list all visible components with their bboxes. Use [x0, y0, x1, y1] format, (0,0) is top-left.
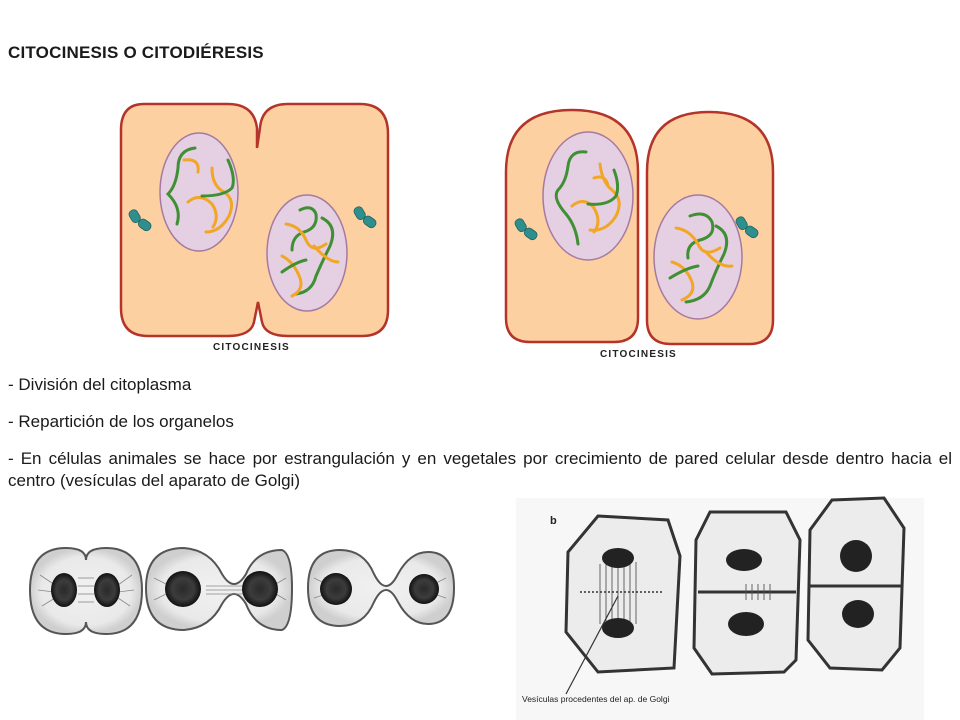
plant-cytokinesis-panel: b Vesículas procedentes del ap. de Gol — [516, 496, 924, 720]
panel-letter: b — [550, 515, 557, 527]
plant-cell — [806, 496, 906, 672]
right-cell-pair: CITOCINESIS — [504, 108, 775, 360]
nucleus — [266, 194, 348, 312]
diagram-label: CITOCINESIS — [213, 342, 290, 353]
centriole-icon — [353, 206, 377, 229]
nucleus — [840, 540, 872, 572]
dividing-cell — [306, 548, 456, 628]
nucleus — [242, 571, 278, 607]
nucleus — [602, 548, 634, 568]
chromosomes — [668, 212, 734, 304]
dividing-cell — [28, 546, 144, 636]
nucleus — [542, 131, 634, 261]
chromosomes — [280, 206, 340, 298]
nucleus — [409, 574, 439, 604]
nucleus — [726, 549, 762, 571]
nucleus — [320, 573, 352, 605]
plant-cell — [564, 514, 682, 674]
centriole-icon — [735, 216, 759, 239]
nucleus — [653, 194, 743, 320]
nucleus — [94, 573, 120, 607]
left-cell-pair: CITOCINESIS — [119, 102, 390, 353]
nucleus — [165, 571, 201, 607]
chromosomes — [554, 150, 621, 246]
nucleus — [842, 600, 874, 628]
chromosomes — [165, 146, 235, 234]
bullet-item: - Repartición de los organelos — [8, 412, 234, 431]
nucleus — [728, 612, 764, 636]
diagram-label: CITOCINESIS — [600, 349, 677, 360]
plant-caption: Vesículas procedentes del ap. de Golgi — [522, 694, 670, 704]
centriole-icon — [514, 218, 538, 241]
bullet-item: - En células animales se hace por estran… — [8, 449, 952, 490]
animal-cytokinesis-sequence — [28, 546, 456, 636]
bullet-item: - División del citoplasma — [8, 375, 192, 394]
centriole-icon — [128, 209, 152, 232]
nucleus — [602, 618, 634, 638]
cell-membrane — [119, 102, 390, 338]
bullet-list: - División del citoplasma - Repartición … — [8, 374, 952, 492]
page-title: CITOCINESIS O CITODIÉRESIS — [8, 43, 264, 62]
nucleus — [51, 573, 77, 607]
dividing-cell — [144, 546, 294, 632]
